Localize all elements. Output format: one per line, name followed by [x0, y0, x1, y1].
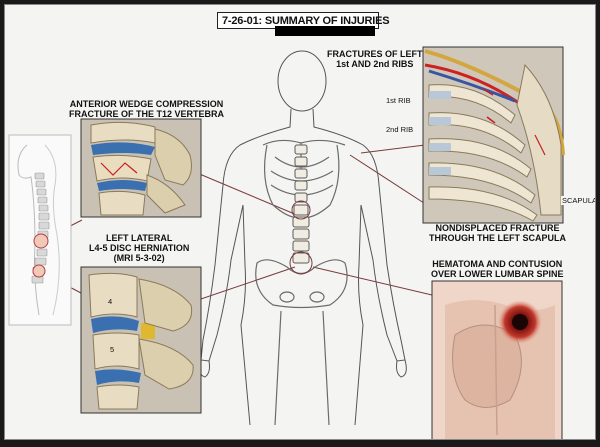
- disc-label-line2: L4-5 DISC HERNIATION: [89, 243, 190, 253]
- leader-t12: [189, 169, 298, 216]
- leader-hematoma: [312, 266, 433, 296]
- leader-ribs: [360, 144, 426, 154]
- first-rib-annotation: 1st RIB: [385, 96, 412, 105]
- disc-label: LEFT LATERAL L4-5 DISC HERNIATION (MRI 5…: [89, 233, 189, 263]
- leader-scapula: [349, 154, 428, 206]
- scapula-label-line2: THROUGH THE LEFT SCAPULA: [429, 233, 566, 243]
- hematoma-inset-illustration: [431, 280, 563, 439]
- t12-marker: [291, 200, 311, 220]
- hematoma-label-line1: HEMATOMA AND CONTUSION: [432, 259, 563, 269]
- t12-label-line1: ANTERIOR WEDGE COMPRESSION: [69, 99, 224, 109]
- ribs-label: FRACTURES OF LEFT 1st AND 2nd RIBS: [327, 49, 423, 69]
- ribs-label-line1: FRACTURES OF LEFT: [327, 49, 423, 59]
- disc-label-line3: (MRI 5-3-02): [113, 253, 165, 263]
- t12-inset-illustration: [80, 118, 202, 218]
- scapula-label: NONDISPLACED FRACTURE THROUGH THE LEFT S…: [429, 223, 566, 243]
- hematoma-label-line2: OVER LOWER LUMBAR SPINE: [431, 269, 564, 279]
- t12-label-line2: FRACTURE OF THE T12 VERTEBRA: [69, 109, 225, 119]
- hematoma-label: HEMATOMA AND CONTUSION OVER LOWER LUMBAR…: [431, 259, 564, 279]
- body-outline: [199, 50, 407, 426]
- side-spine-figure: [8, 134, 72, 326]
- central-spine: [292, 144, 310, 264]
- redacted-bar: [275, 26, 375, 36]
- scapula-annotation: SCAPULA: [561, 196, 595, 205]
- vertebra-4-label: 4: [108, 297, 113, 306]
- page-title: 7-26-01: SUMMARY OF INJURIES: [222, 15, 390, 27]
- exhibit-board: 7-26-01: SUMMARY OF INJURIES FRACTURES O…: [4, 4, 596, 440]
- t12-label: ANTERIOR WEDGE COMPRESSION FRACTURE OF T…: [69, 99, 224, 119]
- anatomy-artwork: [8, 46, 565, 439]
- ribs-label-line2: 1st AND 2nd RIBS: [336, 59, 414, 69]
- ribs-inset-illustration: [422, 46, 565, 224]
- disc-label-line1: LEFT LATERAL: [106, 233, 173, 243]
- scapula-label-line1: NONDISPLACED FRACTURE: [435, 223, 560, 233]
- lumbar-marker: [289, 251, 313, 275]
- disc-inset-illustration: [80, 266, 202, 414]
- second-rib-annotation: 2nd RIB: [385, 125, 415, 134]
- vertebra-5-label: 5: [110, 345, 115, 354]
